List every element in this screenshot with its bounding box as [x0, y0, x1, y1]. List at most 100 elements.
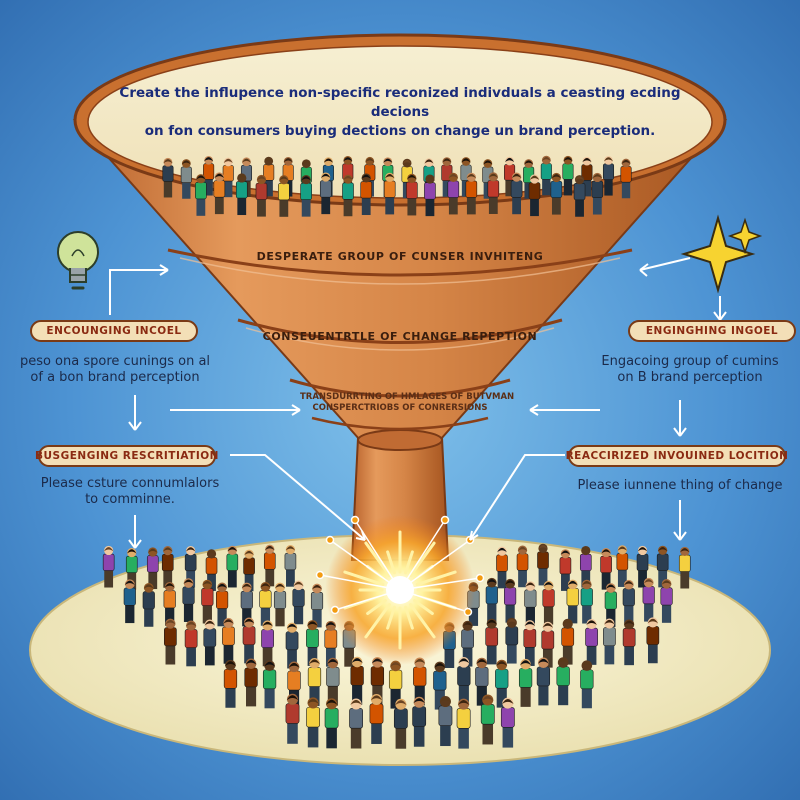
inner-person [540, 155, 552, 196]
right-desc1-line2: on B brand perception [617, 370, 763, 385]
ground-person [243, 549, 255, 592]
ground-person [163, 581, 176, 626]
ground-person [518, 658, 533, 707]
inner-person [441, 157, 453, 197]
ground-person [205, 549, 218, 591]
inner-person [360, 173, 373, 216]
ground-person [123, 579, 136, 624]
inner-person [620, 158, 632, 199]
burst-ray [364, 603, 391, 639]
ground-person [292, 580, 305, 625]
right-description-2: Please iunnene thing of change [560, 478, 800, 494]
ground-person [622, 579, 635, 624]
right-description-1: Engacoing group of cumins on B brand per… [580, 354, 800, 386]
left-label-2: BUSGENGING RESCRITIATION [35, 445, 218, 467]
ground-person [456, 698, 471, 749]
ground-person [369, 693, 384, 744]
inner-person [523, 159, 535, 199]
connector-node [330, 605, 340, 615]
connector-node [475, 573, 485, 583]
right-label-2: REACCIRIZED INVOUINED LOCITION [566, 445, 788, 467]
ground-person [646, 617, 660, 664]
ground-person [495, 659, 509, 708]
ground-person [306, 697, 320, 748]
left-desc1-line2: of a bon brand perception [30, 370, 200, 385]
rim-text-line1: Create the influpence non-specific recon… [119, 85, 681, 120]
connector-line [399, 589, 469, 613]
inner-person [581, 156, 593, 197]
ground-person [500, 697, 515, 748]
inner-person [319, 172, 332, 215]
band3-line1: TRANSDURRTING OF HMLAGES OF BUTVMAN [300, 392, 515, 402]
connector-line [399, 539, 471, 591]
ground-person [537, 543, 549, 586]
ground-person [485, 618, 499, 665]
ground-person [307, 658, 322, 706]
flow-arrows [109, 257, 727, 549]
burst-ray [409, 603, 436, 639]
ground-person [226, 545, 239, 588]
rim-text-line2: on fon consumers buying dections on chan… [144, 123, 656, 139]
funnel-rim-text: Create the influpence non-specific recon… [110, 84, 690, 141]
ground-person [616, 545, 629, 587]
inner-person [278, 175, 290, 217]
inner-person [447, 172, 460, 215]
burst-ray [404, 550, 414, 575]
ground-person [284, 545, 297, 587]
ground-person [622, 619, 636, 666]
right-label-1: ENGINGHING INGOEL [628, 320, 796, 342]
inner-person [195, 174, 207, 216]
ground-person [164, 618, 177, 665]
ground-person [262, 660, 277, 709]
connector-line [399, 519, 446, 591]
ground-person [636, 545, 649, 588]
ground-person [273, 582, 287, 627]
ground-person [393, 698, 408, 749]
connector-line [329, 539, 401, 591]
connector-line [319, 574, 401, 591]
ground-person [496, 546, 508, 589]
burst-ray [343, 570, 385, 586]
ground-person [678, 546, 691, 589]
ground-person [306, 620, 319, 666]
ground-person [485, 577, 498, 622]
inner-person [465, 172, 478, 215]
ground-person [580, 660, 594, 709]
inner-person [424, 174, 436, 217]
ground-person [504, 578, 517, 623]
ground-person [216, 582, 229, 627]
ground-person [475, 657, 489, 706]
inner-person [573, 175, 586, 217]
ground-person [222, 617, 235, 664]
inner-person [602, 155, 615, 196]
inner-person [510, 172, 523, 215]
ground-person [263, 544, 276, 587]
ground-person [542, 580, 555, 625]
ground-person [285, 693, 300, 744]
ground-person [480, 694, 495, 745]
ground-person [324, 698, 339, 749]
ground-person [184, 620, 198, 667]
burst-ray [409, 541, 436, 577]
inner-person [213, 172, 226, 215]
ground-person [523, 620, 537, 666]
ground-person [203, 619, 217, 666]
inner-person [255, 174, 268, 217]
funnel-band-1-label: DESPERATE GROUP OF CUNSER INVHITENG [256, 250, 544, 263]
connector-line [399, 577, 481, 591]
crowd-on-ground [102, 543, 691, 749]
ground-person [146, 547, 159, 590]
funnel-band-3-label: TRANSDURRTING OF HMLAGES OF BUTVMAN CONS… [300, 392, 515, 414]
inner-person [203, 155, 215, 196]
inner-person [383, 172, 396, 215]
ground-person [285, 622, 299, 669]
connector-node [315, 570, 325, 580]
ground-person [223, 659, 238, 708]
left-label-1: ENCOUNGING INCOEL [30, 320, 198, 342]
burst-ray [364, 541, 391, 577]
burst-ray [366, 599, 387, 616]
ground-person [600, 547, 612, 590]
sparkle-icon [680, 214, 763, 294]
